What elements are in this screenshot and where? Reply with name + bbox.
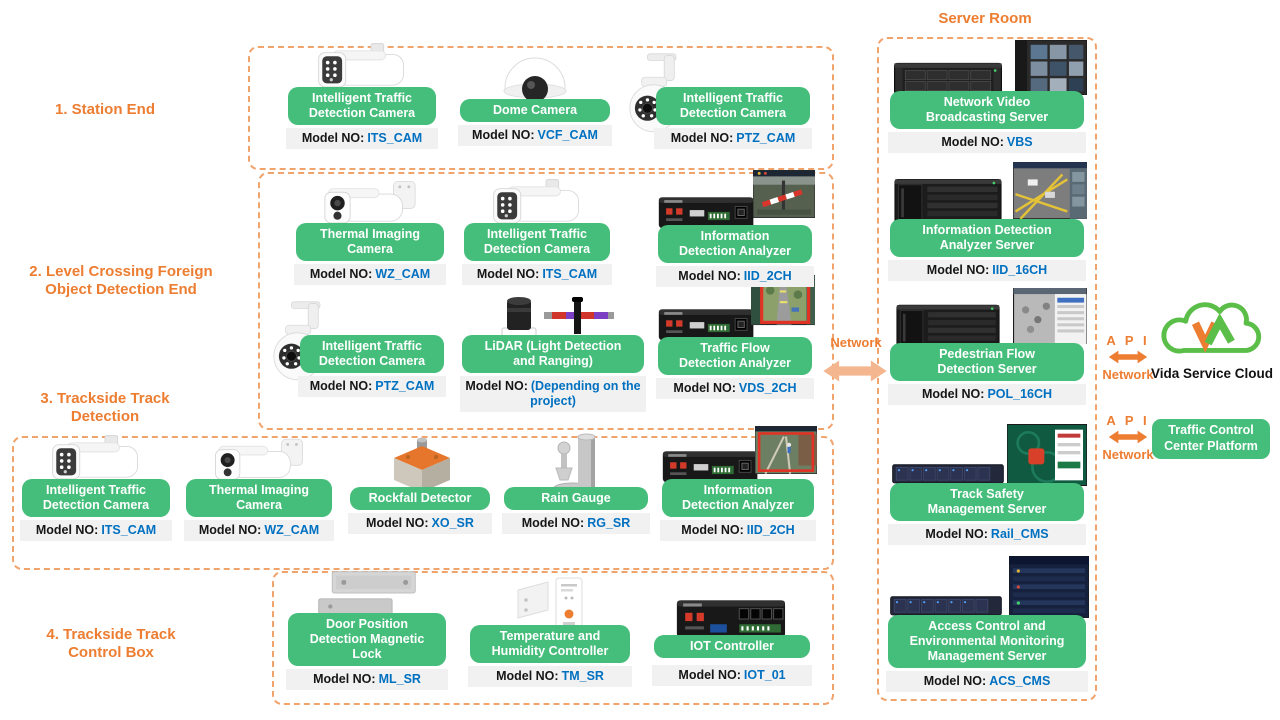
device-model: Model NO:ITS_CAM bbox=[286, 128, 438, 149]
device-model: Model NO:IID_16CH bbox=[888, 260, 1086, 281]
device-traffic-flow-analyzer: Traffic Flow Detection Analyzer Model NO… bbox=[656, 288, 814, 399]
device-track-safety-server: Track Safety Management Server Model NO:… bbox=[888, 432, 1086, 545]
device-rain-gauge: Rain Gauge Model NO:RG_SR bbox=[502, 436, 650, 534]
device-model: Model NO:IOT_01 bbox=[652, 665, 812, 686]
device-label: Intelligent Traffic Detection Camera bbox=[300, 335, 444, 373]
group-box-level-crossing bbox=[258, 172, 834, 430]
device-label: Rockfall Detector bbox=[350, 487, 490, 510]
device-label: Thermal Imaging Camera bbox=[186, 479, 332, 517]
group-box-station bbox=[248, 46, 834, 170]
crossing-screenshot-icon bbox=[753, 170, 815, 218]
device-label: Temperature and Humidity Controller bbox=[470, 625, 630, 663]
group-box-trackside bbox=[12, 436, 834, 570]
device-vbs-server: Network Video Broadcasting Server Model … bbox=[888, 48, 1086, 153]
device-its-cam-lc: Intelligent Traffic Detection Camera Mod… bbox=[462, 188, 612, 285]
device-ptz-cam-lc: Intelligent Traffic Detection Camera Mod… bbox=[298, 302, 446, 397]
device-label: Intelligent Traffic Detection Camera bbox=[22, 479, 170, 517]
device-label: LiDAR (Light Detection and Ranging) bbox=[462, 335, 644, 373]
device-label: Network Video Broadcasting Server bbox=[890, 91, 1084, 129]
device-model: Model NO:Rail_CMS bbox=[888, 524, 1086, 545]
device-label: Thermal Imaging Camera bbox=[296, 223, 444, 261]
device-model: Model NO:ML_SR bbox=[286, 669, 448, 690]
device-thermal-cam-trackside: Thermal Imaging Camera Model NO:WZ_CAM bbox=[184, 446, 334, 541]
device-info-analyzer-lc: Information Detection Analyzer Model NO:… bbox=[656, 182, 814, 287]
device-model: Model NO:WZ_CAM bbox=[184, 520, 334, 541]
device-label: Information Detection Analyzer bbox=[658, 225, 812, 263]
device-label: Dome Camera bbox=[460, 99, 610, 122]
network-double-arrow-icon bbox=[822, 351, 888, 391]
device-model: Model NO:PTZ_CAM bbox=[654, 128, 812, 149]
device-ptz-cam-station: Intelligent Traffic Detection Camera Mod… bbox=[654, 54, 812, 149]
group-box-control-box bbox=[272, 571, 834, 705]
device-pedestrian-flow-server: Pedestrian Flow Detection Server Model N… bbox=[888, 298, 1086, 405]
device-label: IOT Controller bbox=[654, 635, 810, 658]
device-iid-analyzer-server: Information Detection Analyzer Server Mo… bbox=[888, 172, 1086, 281]
device-model: Model NO:(Depending on the project) bbox=[460, 376, 646, 412]
device-access-control-server: Access Control and Environmental Monitor… bbox=[886, 568, 1088, 692]
device-label: Intelligent Traffic Detection Camera bbox=[288, 87, 436, 125]
device-model: Model NO:VDS_2CH bbox=[656, 378, 814, 399]
device-model: Model NO:VBS bbox=[888, 132, 1086, 153]
device-model: Model NO:TM_SR bbox=[468, 666, 632, 687]
device-magnetic-lock: Door Position Detection Magnetic Lock Mo… bbox=[286, 580, 448, 690]
section-label-control-box: 4. Trackside Track Control Box bbox=[46, 626, 176, 662]
device-model: Model NO:ITS_CAM bbox=[20, 520, 172, 541]
api-label-cloud: A P I bbox=[1106, 333, 1150, 348]
pedestrian-screenshot-icon bbox=[1013, 288, 1087, 344]
device-dome-cam: Dome Camera Model NO:VCF_CAM bbox=[458, 56, 612, 146]
device-its-cam-trackside: Intelligent Traffic Detection Camera Mod… bbox=[20, 444, 172, 541]
api-label-platform: A P I bbox=[1106, 413, 1150, 428]
vida-service-cloud-logo bbox=[1158, 294, 1266, 366]
device-model: Model NO:WZ_CAM bbox=[294, 264, 446, 285]
device-label: Information Detection Analyzer Server bbox=[890, 219, 1084, 257]
device-rockfall-detector: Rockfall Detector Model NO:XO_SR bbox=[348, 438, 492, 534]
api-network-label-cloud: Network bbox=[1102, 367, 1154, 382]
section-label-trackside: 3. Trackside Track Detection bbox=[40, 390, 170, 426]
device-model: Model NO:ITS_CAM bbox=[462, 264, 612, 285]
device-model: Model NO:XO_SR bbox=[348, 513, 492, 534]
device-label: Pedestrian Flow Detection Server bbox=[890, 343, 1084, 381]
device-label: Door Position Detection Magnetic Lock bbox=[288, 613, 446, 666]
network-link-label: Network bbox=[830, 335, 882, 350]
section-label-level-crossing: 2. Level Crossing Foreign Object Detecti… bbox=[29, 263, 213, 299]
device-temp-humidity-controller: Temperature and Humidity Controller Mode… bbox=[468, 580, 632, 687]
cloud-label: Vida Service Cloud bbox=[1150, 366, 1274, 381]
device-label: Track Safety Management Server bbox=[890, 483, 1084, 521]
api-network-label-platform: Network bbox=[1102, 447, 1154, 462]
device-iot-controller: IOT Controller Model NO:IOT_01 bbox=[652, 582, 812, 686]
traffic-control-center-platform: Traffic Control Center Platform bbox=[1152, 419, 1270, 459]
login-screenshot-icon bbox=[1007, 424, 1087, 486]
device-label: Traffic Flow Detection Analyzer bbox=[658, 337, 812, 375]
video-wall-screenshot-icon bbox=[1015, 40, 1087, 95]
device-model: Model NO:IID_2CH bbox=[660, 520, 816, 541]
device-label: Information Detection Analyzer bbox=[662, 479, 814, 517]
device-label: Intelligent Traffic Detection Camera bbox=[656, 87, 810, 125]
api-double-arrow-cloud-icon bbox=[1100, 349, 1156, 365]
device-label: Rain Gauge bbox=[504, 487, 648, 510]
device-thermal-cam-lc: Thermal Imaging Camera Model NO:WZ_CAM bbox=[294, 188, 446, 285]
device-label: Intelligent Traffic Detection Camera bbox=[464, 223, 610, 261]
api-double-arrow-platform-icon bbox=[1100, 429, 1156, 445]
device-model: Model NO:IID_2CH bbox=[656, 266, 814, 287]
intersection-screenshot-icon bbox=[1013, 162, 1087, 219]
device-model: Model NO:PTZ_CAM bbox=[298, 376, 446, 397]
device-lidar: LiDAR (Light Detection and Ranging) Mode… bbox=[460, 300, 646, 412]
device-model: Model NO:ACS_CMS bbox=[886, 671, 1088, 692]
section-label-station: 1. Station End bbox=[54, 101, 155, 118]
server-room-title: Server Room bbox=[938, 10, 1032, 27]
device-info-analyzer-trackside: Information Detection Analyzer Model NO:… bbox=[660, 438, 816, 541]
device-model: Model NO:VCF_CAM bbox=[458, 125, 612, 146]
rail-screenshot-icon bbox=[755, 426, 817, 474]
device-its-cam-station: Intelligent Traffic Detection Camera Mod… bbox=[286, 54, 438, 149]
cloud-icon bbox=[1158, 294, 1266, 366]
device-model: Model NO:POL_16CH bbox=[888, 384, 1086, 405]
device-model: Model NO:RG_SR bbox=[502, 513, 650, 534]
device-label: Access Control and Environmental Monitor… bbox=[888, 615, 1086, 668]
monitoring-table-screenshot-icon bbox=[1009, 556, 1089, 618]
